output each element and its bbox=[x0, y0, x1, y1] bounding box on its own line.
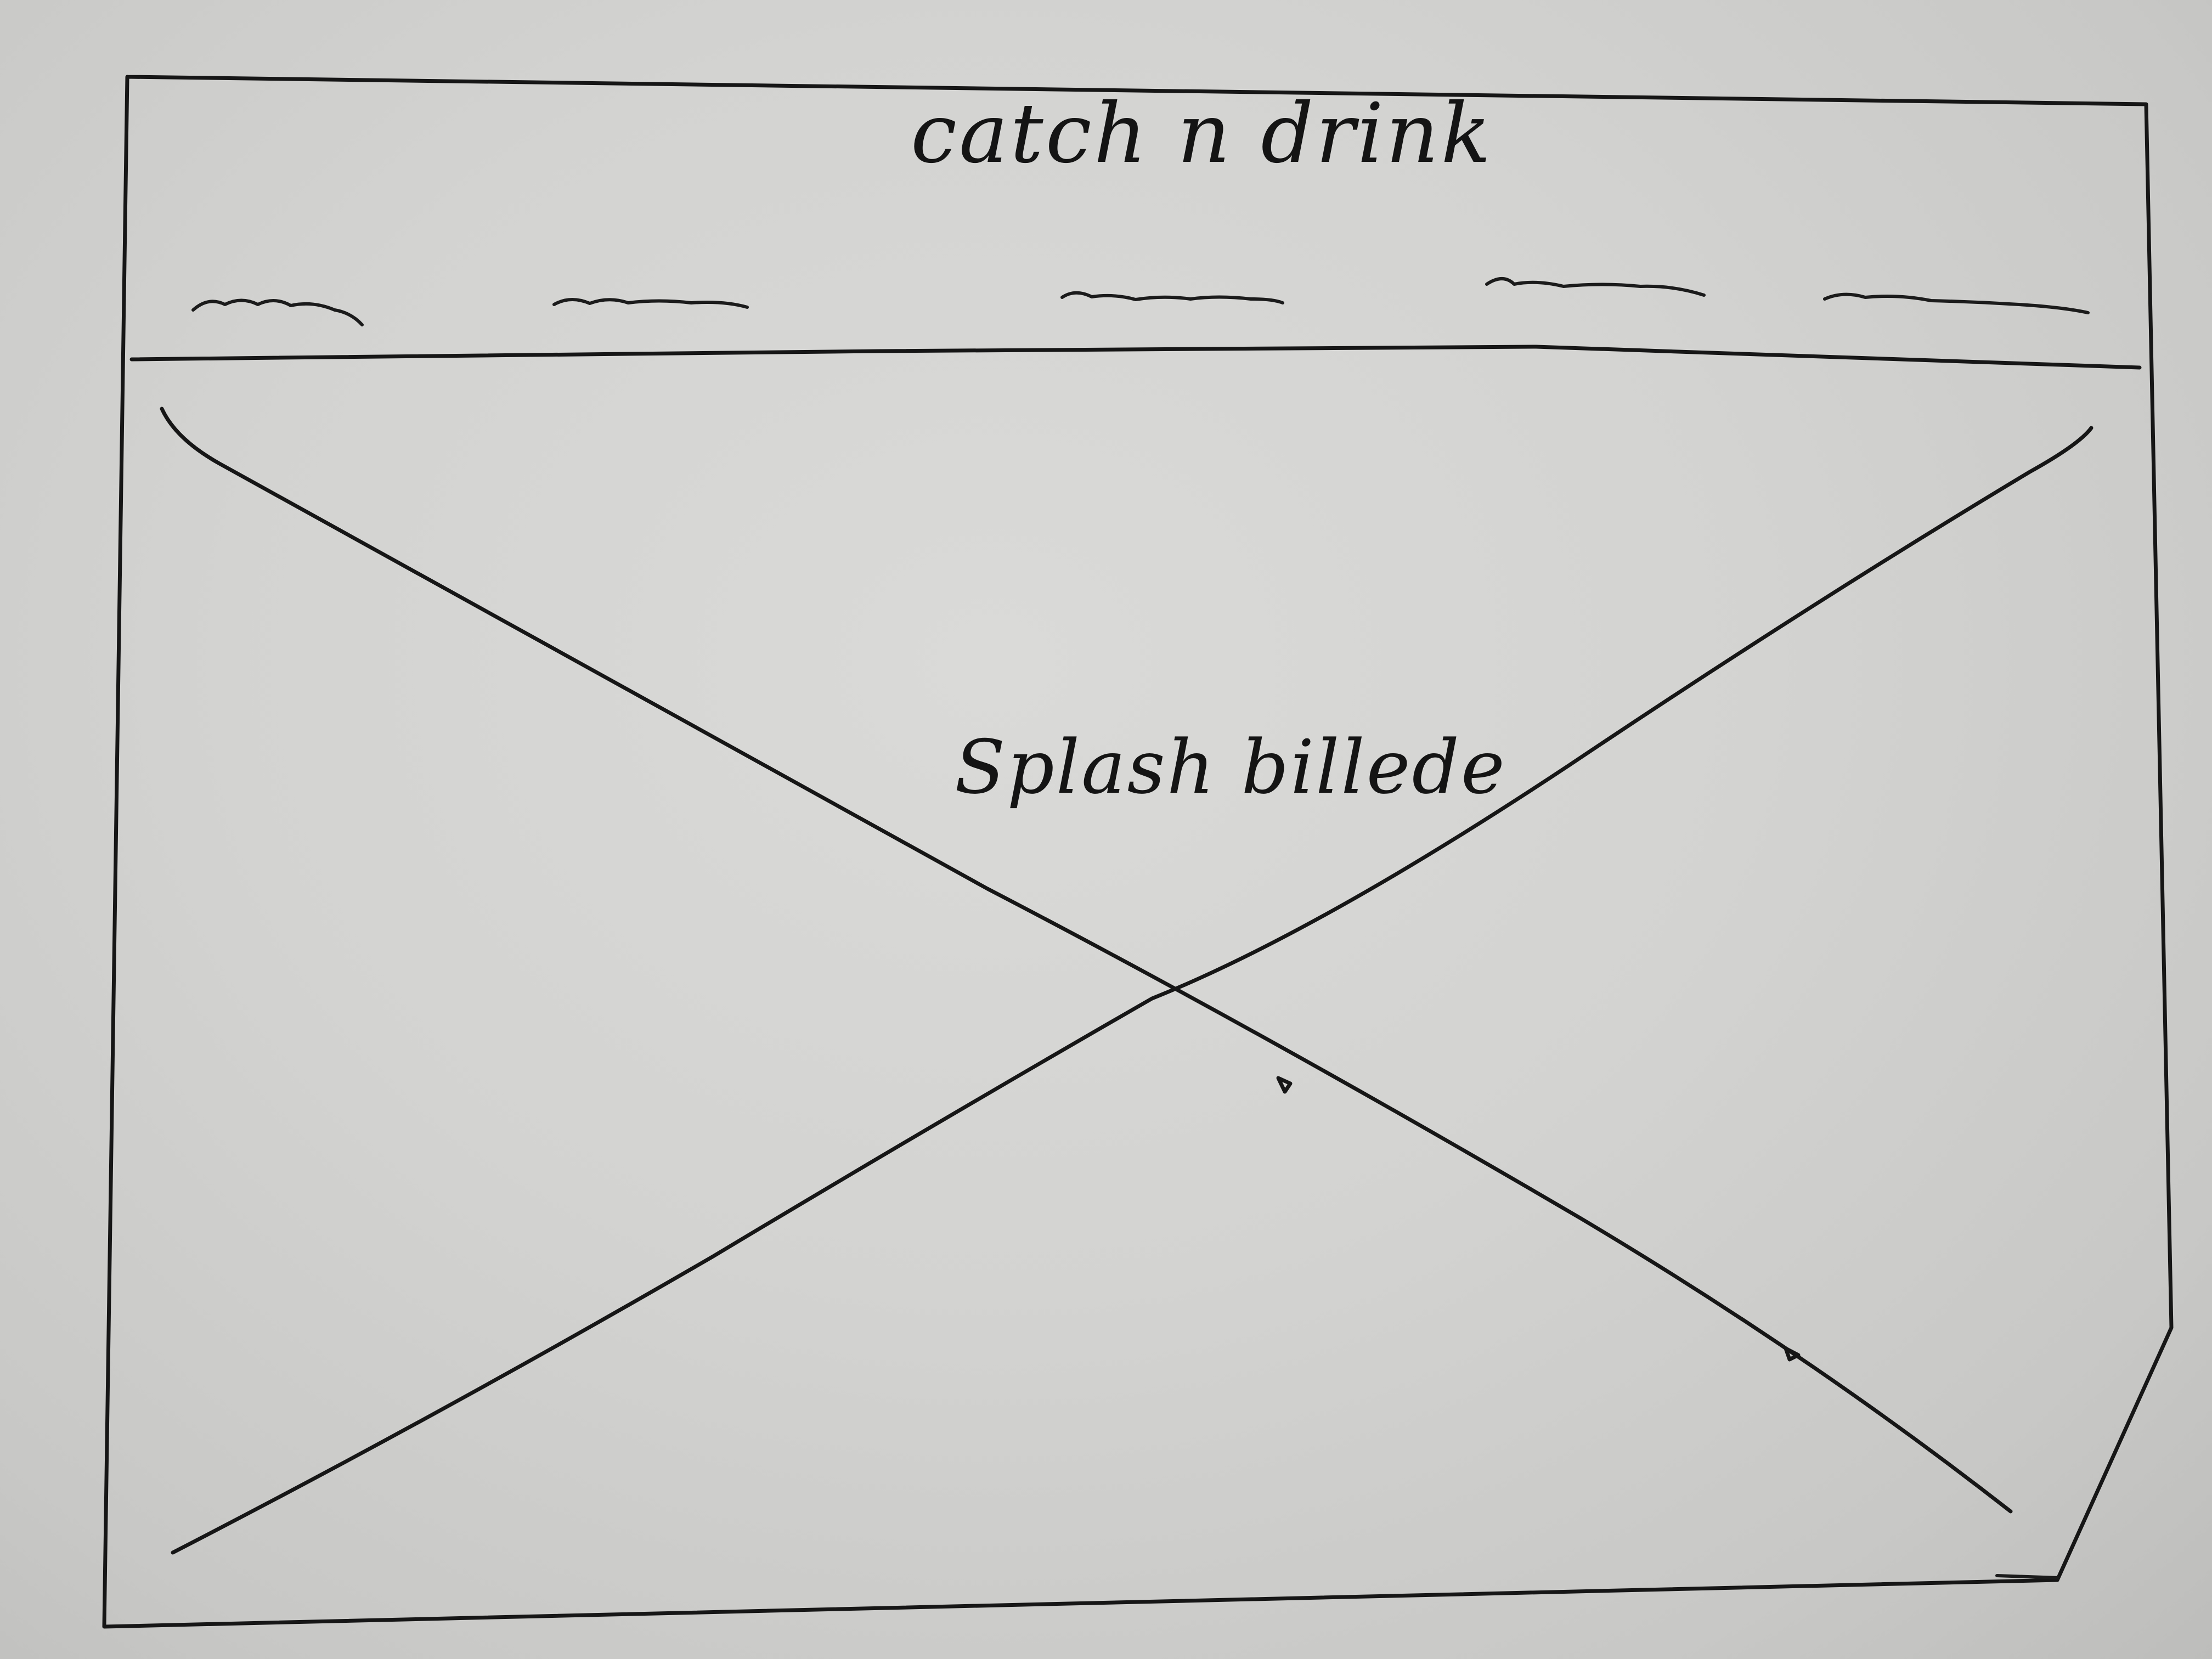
splash-image-placeholder bbox=[160, 407, 2094, 1555]
splash-image-label: Splash billede bbox=[955, 724, 1506, 810]
nav-item-4[interactable] bbox=[1485, 277, 1706, 297]
page-frame-corner-detail bbox=[1995, 1574, 2060, 1579]
ink-blot-2 bbox=[1784, 1346, 1801, 1362]
ink-blot-1 bbox=[1276, 1076, 1293, 1094]
nav-bar bbox=[191, 277, 2090, 326]
nav-item-1[interactable] bbox=[191, 298, 364, 326]
placeholder-diagonal-1 bbox=[160, 407, 2013, 1514]
nav-item-5[interactable] bbox=[1823, 292, 2090, 314]
page-frame bbox=[102, 75, 2174, 1629]
nav-item-3[interactable] bbox=[1060, 291, 1284, 304]
header-divider bbox=[129, 345, 2142, 370]
site-title: catch n drink bbox=[911, 86, 1493, 182]
placeholder-diagonal-2 bbox=[171, 426, 2094, 1555]
nav-item-2[interactable] bbox=[552, 297, 749, 309]
